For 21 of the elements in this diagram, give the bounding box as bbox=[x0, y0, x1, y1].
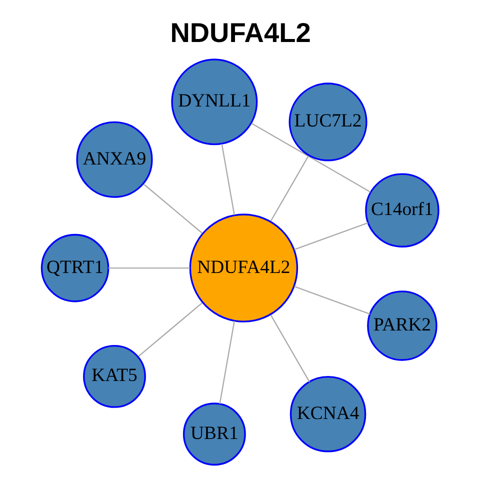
node-circle: PARK2 bbox=[367, 290, 438, 361]
connector bbox=[270, 314, 310, 382]
node-circle: LUC7L2 bbox=[288, 82, 368, 162]
node-circle: NDUFA4L2 bbox=[189, 214, 298, 322]
connector bbox=[144, 184, 202, 234]
node-circle: ANXA9 bbox=[76, 121, 153, 198]
node-circle: UBR1 bbox=[182, 402, 246, 466]
node-circle: QTRT1 bbox=[40, 234, 110, 302]
node-circle: DYNLL1 bbox=[171, 58, 258, 146]
diagram-title: NDUFA4L2 bbox=[170, 17, 311, 48]
connector bbox=[221, 144, 235, 216]
connector bbox=[270, 156, 309, 222]
connector bbox=[294, 222, 368, 250]
connector bbox=[138, 302, 202, 357]
node-circle: KAT5 bbox=[83, 344, 146, 408]
connector bbox=[251, 122, 371, 192]
connector bbox=[108, 267, 190, 269]
node-circle: C14orf1 bbox=[365, 173, 440, 248]
node-circle: KCNA4 bbox=[290, 376, 366, 452]
connector bbox=[294, 286, 370, 315]
connector bbox=[219, 320, 235, 404]
